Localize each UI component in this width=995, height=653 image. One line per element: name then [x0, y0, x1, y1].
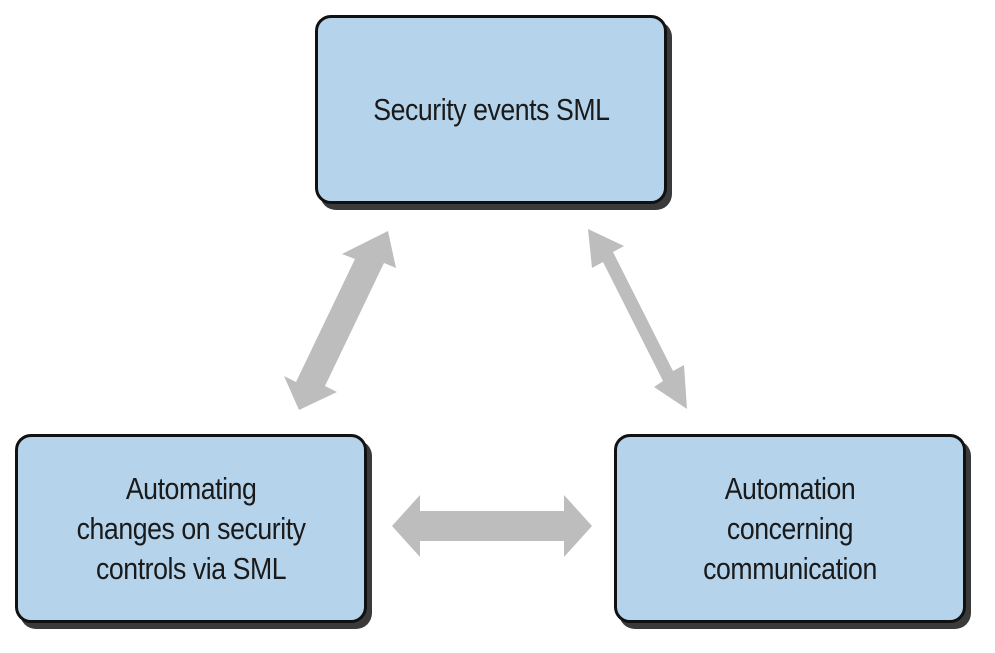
node-label-line: controls via SML: [95, 550, 287, 586]
node-label-line: Security events SML: [372, 91, 610, 127]
node-automating-changes: Automating changes on security controls …: [15, 434, 367, 623]
node-automation-communication: Automation concerning communication: [614, 434, 966, 623]
node-security-events-sml: Security events SML: [315, 15, 667, 204]
node-label-left: Automating changes on security controls …: [77, 469, 306, 589]
bidirectional-arrow-left-right: [392, 495, 592, 557]
node-label-right: Automation concerning communication: [703, 469, 877, 589]
node-label-line: Automating: [125, 470, 257, 506]
node-label-line: concerning: [726, 510, 854, 546]
node-label-top: Security events SML: [372, 90, 610, 130]
node-label-line: changes on security: [76, 510, 306, 546]
node-label-line: communication: [703, 550, 877, 586]
node-label-line: Automation: [724, 470, 856, 506]
bidirectional-arrow-top-left: [284, 231, 396, 410]
bidirectional-arrow-top-right: [588, 229, 687, 409]
